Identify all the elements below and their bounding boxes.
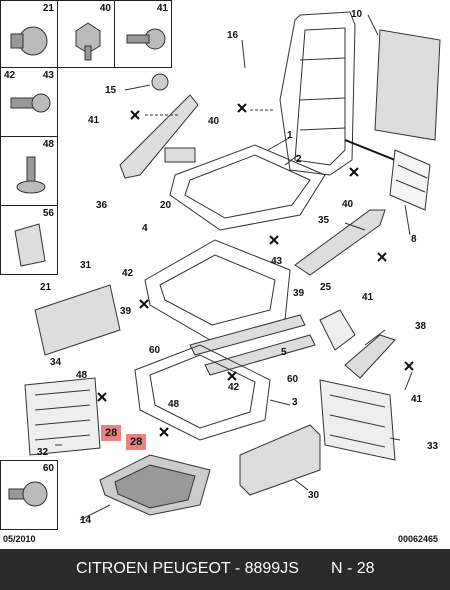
- callout-42: 42: [122, 268, 134, 279]
- lumbar-support: [389, 149, 431, 211]
- seat-back-panel: [374, 29, 441, 141]
- inset-42-43: 42 43: [0, 67, 58, 137]
- callout-48: 48: [168, 399, 180, 410]
- callout-60: 60: [287, 374, 299, 385]
- callout-4: 4: [142, 223, 148, 234]
- footer-bar: CITROEN PEUGEOT - 8899JS N - 28: [0, 549, 450, 590]
- inset-40: 40: [57, 0, 115, 68]
- callout-8: 8: [411, 234, 417, 245]
- callout-30: 30: [308, 490, 320, 501]
- diagram-reference: 00062465: [398, 534, 439, 544]
- diagram-drawing: [24, 11, 441, 521]
- callout-34: 34: [50, 357, 62, 368]
- footer-page: N - 28: [331, 560, 375, 577]
- callout-42: 42: [228, 382, 240, 393]
- callout-40: 40: [208, 116, 220, 127]
- callout-36: 36: [96, 200, 108, 211]
- callout-41: 41: [411, 394, 423, 405]
- inset-label: 42: [4, 70, 16, 81]
- callout-28-highlighted: 28: [101, 425, 122, 441]
- callout-43: 43: [271, 256, 283, 267]
- clip-56-icon: [14, 223, 46, 267]
- inset-label: 41: [156, 3, 168, 14]
- rear-grille: [319, 379, 396, 461]
- side-panel: [34, 284, 121, 356]
- side-trim: [119, 94, 199, 179]
- inset-label: 56: [42, 208, 54, 219]
- parts-diagram: 21 40 41 42 43 48 56 60 10 16 15 41 40 1…: [0, 0, 441, 544]
- callout-15: 15: [105, 85, 117, 96]
- seat-back-frame: [279, 11, 356, 176]
- bolt-60-icon: [8, 481, 48, 507]
- callout-39: 39: [120, 306, 132, 317]
- callout-1: 1: [287, 130, 293, 141]
- callout-21: 21: [40, 282, 52, 293]
- callout-2: 2: [296, 154, 302, 165]
- callout-35: 35: [318, 215, 330, 226]
- inset-56: 56: [0, 205, 58, 275]
- callout-25: 25: [320, 282, 332, 293]
- callout-38: 38: [415, 321, 427, 332]
- callout-16: 16: [227, 30, 239, 41]
- callout-31: 31: [80, 260, 92, 271]
- callout-5: 5: [281, 347, 287, 358]
- bolt-21-icon: [10, 26, 48, 56]
- inset-41: 41: [114, 0, 172, 68]
- inset-60: 60: [0, 460, 58, 530]
- vent-grille: [24, 377, 101, 456]
- callout-10: 10: [351, 9, 363, 20]
- inset-label: 43: [42, 70, 54, 81]
- callout-41: 41: [88, 115, 100, 126]
- callout-28-highlighted: 28: [126, 434, 147, 450]
- diagram-date: 05/2010: [3, 534, 36, 544]
- callout-60: 60: [149, 345, 161, 356]
- inset-label: 48: [42, 139, 54, 150]
- bolt-43-icon: [10, 93, 51, 113]
- screw-48-icon: [16, 156, 46, 194]
- inset-label: 21: [42, 3, 54, 14]
- callout-41: 41: [362, 292, 374, 303]
- nut-40-icon: [75, 22, 101, 61]
- front-cover: [239, 424, 321, 496]
- callout-3: 3: [292, 397, 298, 408]
- base-frame: [134, 344, 271, 441]
- screw-41-icon: [126, 28, 166, 50]
- inset-label: 60: [42, 463, 54, 474]
- inset-label: 40: [99, 3, 111, 14]
- seat-frame: [169, 144, 326, 231]
- inset-48: 48: [0, 136, 58, 206]
- callout-39: 39: [293, 288, 305, 299]
- callout-20: 20: [160, 200, 172, 211]
- callout-48: 48: [76, 370, 88, 381]
- callout-40: 40: [342, 199, 354, 210]
- callout-33: 33: [427, 441, 439, 452]
- callout-32: 32: [37, 447, 49, 458]
- footer-title: CITROEN PEUGEOT - 8899JS: [76, 560, 299, 577]
- inset-21: 21: [0, 0, 58, 68]
- callout-14: 14: [80, 515, 92, 526]
